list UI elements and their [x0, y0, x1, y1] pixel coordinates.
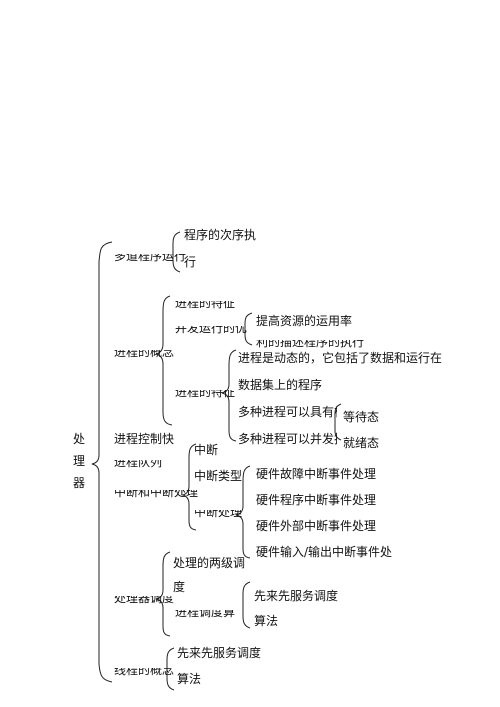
- thread-item-1: 先来先服务调度: [177, 646, 262, 660]
- pcb-sub-label: 进程队列: [114, 460, 163, 468]
- state-ready: 就绪态: [343, 436, 380, 450]
- concurrency-item-2: 利的描述程序的执行: [256, 340, 365, 348]
- scheduling-item-1: 处理的两级调: [173, 556, 246, 570]
- pcb-label: 进程控制快: [114, 432, 175, 446]
- program-exec-item-2: 行: [184, 255, 197, 269]
- interrupt-item-1: 中断: [194, 443, 219, 457]
- interrupt-handler-item-4: 硬件输入/输出中断事件处: [256, 545, 393, 559]
- process-feature-bracket: [221, 349, 237, 442]
- concurrency-bracket: [244, 312, 253, 346]
- interrupt-handler-label: 中断处理: [194, 510, 243, 518]
- interrupt-bracket: [181, 443, 197, 531]
- thread-item-2: 算法: [177, 672, 202, 686]
- concurrency-item-1: 提高资源的运用率: [256, 314, 353, 328]
- algorithm-label: 进程调度算: [175, 610, 236, 618]
- program-exec-bracket: [172, 231, 181, 273]
- algorithm-item-1: 先来先服务调度: [254, 589, 339, 603]
- scheduling-label: 处理器调度: [114, 596, 175, 604]
- interrupt-label: 中断和中断处理: [114, 490, 199, 498]
- state-waiting: 等待态: [343, 410, 380, 424]
- process-feature-item-4: 多种进程可以并发执行: [238, 432, 337, 446]
- algorithm-item-2: 算法: [254, 614, 279, 628]
- thread-label: 线程的概念: [114, 668, 175, 676]
- process-concept-bracket: [155, 295, 173, 426]
- interrupt-handler-item-2: 硬件程序中断事件处理: [256, 493, 377, 507]
- concurrency-label: 并发运行的优: [175, 326, 248, 334]
- interrupt-handler-item-1: 硬件故障中断事件处理: [256, 467, 377, 481]
- states-bracket: [334, 403, 342, 441]
- process-feature-item-3: 多种进程可以具有相同: [238, 405, 337, 419]
- process-feature-item-2: 数据集上的程序: [238, 378, 323, 392]
- program-exec-label: 多道程序运行: [114, 254, 187, 262]
- process-feature-top-label: 进程的特征: [175, 301, 236, 309]
- interrupt-handler-bracket: [235, 465, 251, 559]
- scheduling-bracket: [155, 551, 171, 637]
- process-concept-label: 进程的概念: [114, 350, 175, 358]
- process-feature-item-1: 进程是动态的，它包括了数据和运行在: [238, 351, 443, 365]
- process-feature-label: 进程的特征: [175, 390, 236, 398]
- root-bracket: [91, 241, 113, 683]
- root-label: 处理器: [72, 432, 85, 490]
- scheduling-item-2: 度: [173, 580, 186, 594]
- algorithm-bracket: [242, 581, 251, 629]
- interrupt-handler-item-3: 硬件外部中断事件处理: [256, 519, 377, 533]
- program-exec-item-1: 程序的次序执: [184, 228, 257, 242]
- interrupt-item-2: 中断类型: [194, 469, 243, 483]
- thread-bracket: [166, 647, 175, 691]
